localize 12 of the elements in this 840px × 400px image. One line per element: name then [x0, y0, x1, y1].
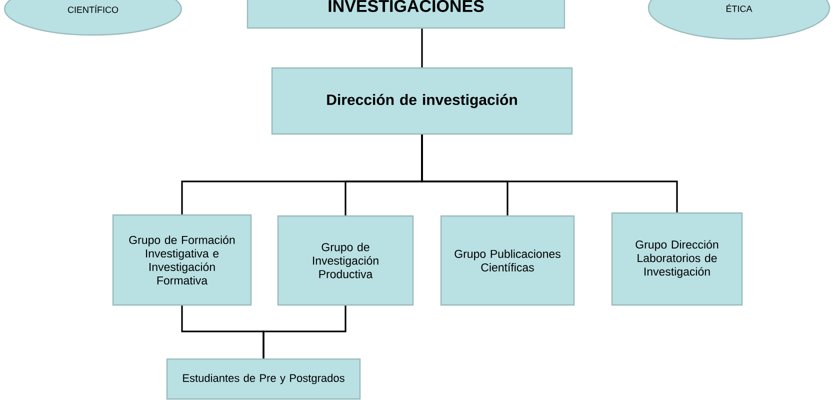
oval-node: CIENTÍFICO: [4, 0, 182, 36]
connector: [421, 134, 678, 212]
connector: [262, 306, 346, 358]
connector: [421, 28, 423, 68]
process-box: Grupo Publicaciones Científicas: [440, 215, 575, 306]
process-box: Estudiantes de Pre y Postgrados: [166, 358, 361, 400]
process-box: Dirección de investigación: [271, 67, 573, 135]
process-box: Grupo de Investigación Productiva: [277, 215, 414, 306]
title-box: INVESTIGACIONES: [246, 0, 566, 29]
oval-node: ÉTICA: [648, 0, 830, 40]
process-box: Grupo de Formación Investigativa e Investigación Formativa: [112, 214, 252, 306]
process-box: Grupo Dirección Laboratorios de Investigación: [611, 212, 743, 306]
